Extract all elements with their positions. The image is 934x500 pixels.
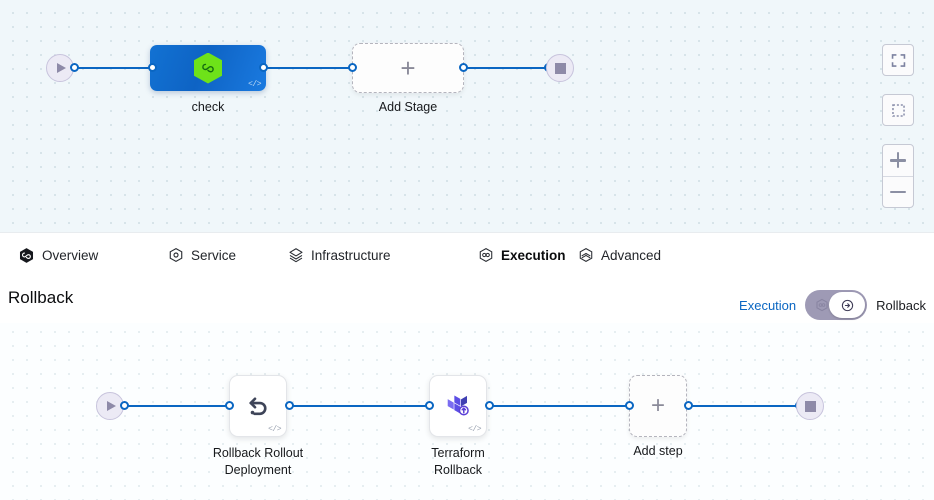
tab-advanced[interactable]: Advanced — [578, 233, 661, 277]
stop-icon — [804, 400, 816, 412]
dashed-square-icon — [891, 103, 905, 117]
tab-label: Advanced — [601, 247, 662, 263]
fit-to-screen-button[interactable] — [882, 44, 914, 76]
service-hexagon-icon — [168, 247, 184, 263]
add-step-button[interactable]: + — [629, 375, 687, 437]
stage-tabs: Overview Service In — [0, 233, 934, 277]
zoom-in-button[interactable] — [883, 145, 913, 177]
advanced-layers-icon — [578, 247, 594, 263]
edge-addstep-to-end — [687, 405, 801, 407]
port-step2-out[interactable] — [485, 401, 494, 410]
plus-icon: + — [400, 53, 416, 83]
add-step-label: Add step — [633, 444, 683, 458]
port-addstep-out[interactable] — [684, 401, 693, 410]
port-addstage-in[interactable] — [348, 63, 357, 72]
tab-label: Overview — [42, 247, 99, 263]
execution-hexagon-icon — [478, 247, 494, 263]
plus-icon: + — [650, 392, 665, 419]
play-icon — [107, 401, 116, 411]
page-title: Rollback — [8, 288, 74, 307]
edge-step1-to-step2 — [288, 405, 430, 407]
toggle-switch[interactable] — [805, 290, 868, 320]
step-label-terraform-rollback: Terraform Rollback — [431, 446, 485, 477]
stage-label-check: check — [191, 100, 225, 114]
code-badge: </> — [248, 80, 261, 89]
tab-execution[interactable]: Execution — [478, 233, 566, 277]
fullscreen-icon — [891, 53, 905, 67]
port-step1-out[interactable] — [285, 401, 294, 410]
edge-check-to-addstage — [262, 67, 356, 69]
step-card-rollback-rollout-deployment[interactable]: </> — [229, 375, 287, 437]
tab-label: Execution — [501, 247, 566, 263]
zoom-out-button[interactable] — [883, 177, 913, 208]
execution-canvas[interactable]: </> check + Add Stage — [0, 0, 934, 233]
edge-start-to-step1 — [124, 405, 228, 407]
undo-arrow-icon — [249, 397, 267, 416]
execution-rollback-toggle[interactable]: Execution Rollback — [739, 290, 926, 320]
edge-start-to-check — [74, 67, 154, 69]
toggle-thumb[interactable] — [829, 292, 866, 318]
end-node[interactable] — [546, 54, 574, 82]
terraform-icon — [447, 395, 469, 416]
infrastructure-layers-icon — [288, 247, 304, 263]
toggle-label-execution[interactable]: Execution — [739, 297, 797, 313]
harness-hexagon-filled-icon — [18, 247, 35, 264]
port-check-in[interactable] — [148, 63, 157, 72]
tab-label: Service — [191, 247, 237, 263]
port-check-out[interactable] — [259, 63, 268, 72]
add-stage-label: Add Stage — [378, 100, 438, 114]
execution-hexagon-icon — [815, 298, 829, 312]
port-step2-in[interactable] — [425, 401, 434, 410]
port-start-out[interactable] — [70, 63, 79, 72]
step-label-rollback-rollout-deployment: Rollback Rollout Deployment — [212, 446, 304, 477]
port-addstage-out[interactable] — [459, 63, 468, 72]
code-badge: </> — [468, 425, 481, 434]
start-node[interactable] — [46, 54, 74, 82]
edge-addstage-to-end — [460, 67, 554, 69]
port-addstep-in[interactable] — [625, 401, 634, 410]
tab-label: Infrastructure — [311, 247, 391, 263]
rollback-header: Rollback Execution Ro — [0, 277, 934, 323]
canvas-tabbar-divider — [0, 232, 934, 233]
add-stage-button[interactable]: + — [352, 43, 464, 93]
tab-infrastructure[interactable]: Infrastructure — [288, 233, 391, 277]
rollback-arrow-circle-icon — [841, 299, 853, 311]
end-node[interactable] — [796, 392, 824, 420]
rollback-canvas[interactable]: </> Rollback Rollout Deployment </> Terr… — [0, 323, 934, 500]
step-card-terraform-rollback[interactable]: </> — [429, 375, 487, 437]
play-icon — [57, 63, 66, 73]
tab-overview[interactable]: Overview — [18, 233, 98, 277]
start-node[interactable] — [96, 392, 124, 420]
zoom-controls[interactable] — [882, 144, 914, 208]
harness-hexagon-icon — [194, 52, 222, 84]
port-step1-in[interactable] — [225, 401, 234, 410]
edge-step2-to-addstep — [487, 405, 631, 407]
stage-card-check[interactable]: </> — [150, 45, 266, 91]
select-area-button[interactable] — [882, 94, 914, 126]
tab-service[interactable]: Service — [168, 233, 236, 277]
port-start-out[interactable] — [120, 401, 129, 410]
toggle-label-rollback[interactable]: Rollback — [876, 297, 926, 313]
stop-icon — [554, 62, 566, 74]
code-badge: </> — [268, 425, 281, 434]
